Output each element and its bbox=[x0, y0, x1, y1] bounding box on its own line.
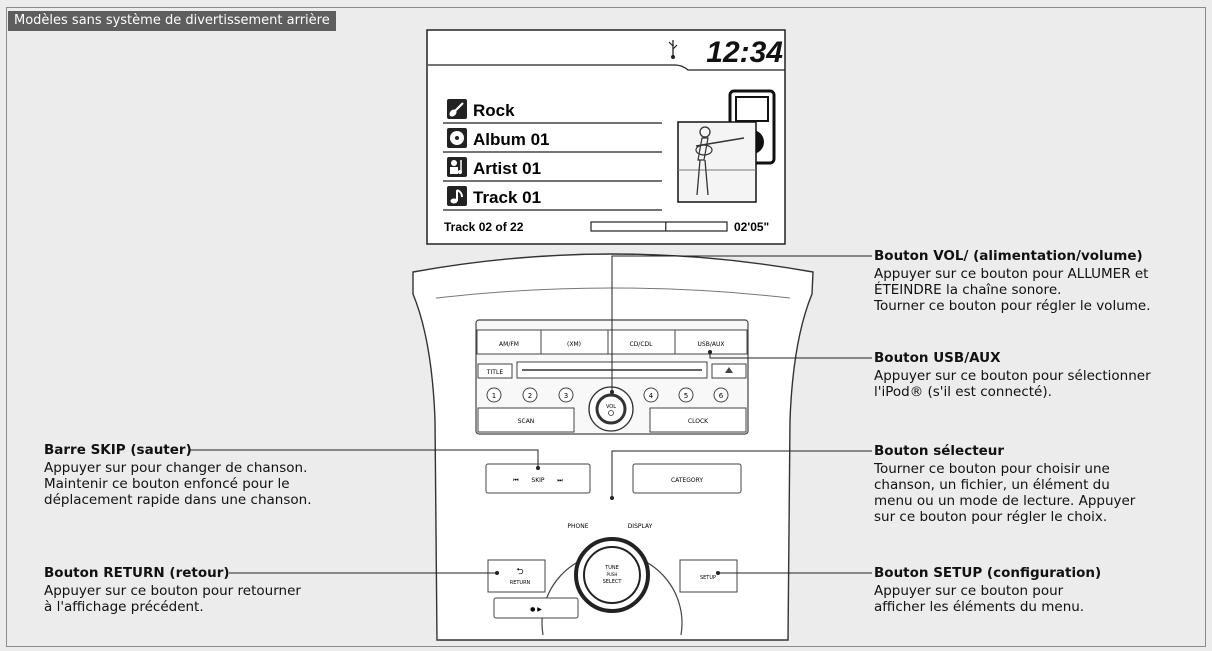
annotation-title: Bouton USB/AUX bbox=[874, 350, 1001, 366]
svg-text:SCAN: SCAN bbox=[518, 418, 535, 425]
svg-text:● ▶: ● ▶ bbox=[530, 606, 542, 613]
svg-text:4: 4 bbox=[649, 392, 654, 400]
svg-text:RETURN: RETURN bbox=[510, 580, 531, 586]
header-label: Modèles sans système de divertissement a… bbox=[8, 11, 336, 31]
annotation-return: Bouton RETURN (retour) Appuyer sur ce bo… bbox=[44, 565, 374, 615]
eject-button[interactable] bbox=[711, 363, 747, 379]
display-button[interactable]: DISPLAY bbox=[628, 523, 653, 530]
svg-text:CLOCK: CLOCK bbox=[688, 418, 709, 425]
svg-text:AM/FM: AM/FM bbox=[499, 341, 519, 348]
svg-text:5: 5 bbox=[684, 392, 688, 400]
album-art-image bbox=[677, 121, 757, 203]
annotation-vol: Bouton VOL/ (alimentation/volume) Appuye… bbox=[874, 248, 1204, 314]
vol-power-knob[interactable]: VOL bbox=[588, 386, 634, 432]
preset-button-5[interactable]: 5 bbox=[678, 387, 694, 403]
note-icon bbox=[450, 189, 463, 204]
svg-text:SKIP: SKIP bbox=[531, 477, 545, 484]
svg-text:VOL: VOL bbox=[606, 404, 616, 410]
usb-icon bbox=[668, 40, 678, 59]
track-counter: Track 02 of 22 bbox=[444, 220, 524, 234]
svg-text:PUSH: PUSH bbox=[607, 572, 618, 577]
menu-row-track: Track 01 bbox=[443, 186, 662, 211]
menu-item-label: Album 01 bbox=[473, 130, 550, 149]
preset-button-3[interactable]: 3 bbox=[558, 387, 574, 403]
preset-button-4[interactable]: 4 bbox=[643, 387, 659, 403]
am-fm-button[interactable]: AM/FM bbox=[476, 329, 542, 355]
svg-text:⏮: ⏮ bbox=[513, 477, 519, 484]
svg-text:3: 3 bbox=[564, 392, 568, 400]
clock-time: 12:34 bbox=[706, 36, 783, 69]
return-button[interactable]: ⮌ RETURN bbox=[487, 559, 546, 593]
svg-text:SELECT: SELECT bbox=[603, 579, 623, 585]
svg-text:USB/AUX: USB/AUX bbox=[698, 341, 725, 348]
selector-knob[interactable]: TUNE PUSH SELECT bbox=[574, 537, 650, 613]
menu-row-genre: Rock bbox=[443, 99, 662, 124]
annotation-title: Bouton SETUP (configuration) bbox=[874, 565, 1102, 581]
play-pause-button[interactable]: ● ▶ bbox=[493, 597, 579, 619]
svg-text:2: 2 bbox=[528, 392, 532, 400]
menu-item-label: Rock bbox=[473, 101, 515, 120]
preset-buttons[interactable]: 1 2 3 4 5 6 bbox=[486, 387, 729, 403]
usb-aux-button[interactable]: USB/AUX bbox=[674, 329, 748, 355]
svg-text:TITLE: TITLE bbox=[486, 369, 503, 376]
category-bar[interactable]: CATEGORY bbox=[632, 463, 742, 494]
svg-text:SETUP: SETUP bbox=[700, 575, 716, 581]
annotation-title: Barre SKIP (sauter) bbox=[44, 442, 192, 458]
menu-row-album: Album 01 bbox=[443, 128, 662, 153]
title-button[interactable]: TITLE bbox=[477, 363, 513, 379]
menu-item-label: Track 01 bbox=[473, 188, 541, 207]
display-screen: 12:34 Rock Album 01 bbox=[426, 29, 786, 245]
svg-text:6: 6 bbox=[719, 392, 724, 400]
annotation-selector: Bouton sélecteur Tourner ce bouton pour … bbox=[874, 443, 1204, 525]
annotation-usb: Bouton USB/AUX Appuyer sur ce bouton pou… bbox=[874, 350, 1204, 400]
xm-button[interactable]: (XM) bbox=[540, 329, 609, 355]
preset-button-1[interactable]: 1 bbox=[486, 387, 502, 403]
svg-text:TUNE: TUNE bbox=[604, 565, 619, 571]
annotation-title: Bouton RETURN (retour) bbox=[44, 565, 230, 581]
annotation-skip: Barre SKIP (sauter) Appuyer sur pour cha… bbox=[44, 442, 374, 508]
svg-text:CATEGORY: CATEGORY bbox=[671, 477, 703, 484]
clock-button[interactable]: CLOCK bbox=[649, 407, 747, 433]
svg-text:⏭: ⏭ bbox=[557, 477, 563, 484]
scan-button[interactable]: SCAN bbox=[477, 407, 575, 433]
setup-button[interactable]: SETUP bbox=[679, 559, 738, 593]
progress-bar bbox=[590, 221, 728, 232]
elapsed-time: 02'05" bbox=[734, 220, 769, 234]
phone-button[interactable]: PHONE bbox=[567, 523, 588, 530]
album-icon bbox=[450, 131, 464, 145]
annotation-title: Bouton sélecteur bbox=[874, 443, 1005, 459]
svg-text:1: 1 bbox=[492, 392, 496, 400]
skip-bar[interactable]: ⏮ SKIP ⏭ bbox=[485, 463, 591, 494]
guitar-icon bbox=[449, 102, 464, 117]
artist-icon bbox=[450, 160, 462, 174]
menu-item-label: Artist 01 bbox=[473, 159, 541, 178]
preset-button-2[interactable]: 2 bbox=[522, 387, 538, 403]
cd-button[interactable]: CD/CDL bbox=[607, 329, 676, 355]
audio-control-panel: AM/FM (XM) CD/CDL USB/AUX TITLE bbox=[412, 253, 814, 641]
annotation-setup: Bouton SETUP (configuration) Appuyer sur… bbox=[874, 565, 1204, 615]
svg-text:CD/CDL: CD/CDL bbox=[630, 341, 654, 348]
preset-button-6[interactable]: 6 bbox=[713, 387, 729, 403]
svg-text:(XM): (XM) bbox=[567, 341, 581, 348]
annotation-title: Bouton VOL/ (alimentation/volume) bbox=[874, 248, 1143, 264]
svg-text:⮌: ⮌ bbox=[516, 567, 523, 577]
menu-row-artist: Artist 01 bbox=[443, 157, 662, 182]
